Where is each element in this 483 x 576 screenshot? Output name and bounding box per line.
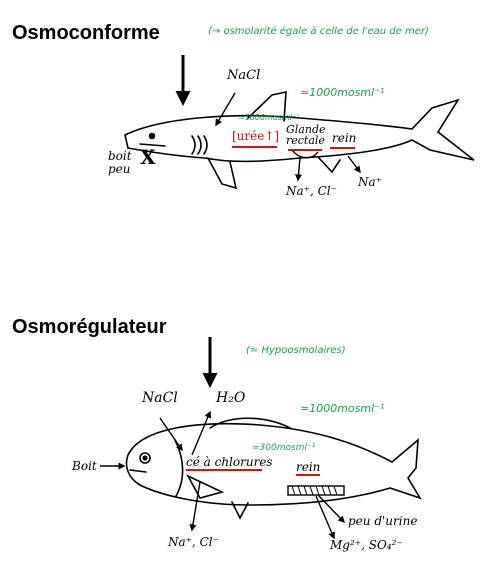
osmoregulateur-title: Osmorégulateur — [12, 316, 167, 338]
chlorures-label: cé à chlorures — [186, 455, 273, 469]
sea-osmolarity-top: ≃1000mosml⁻¹ — [300, 86, 385, 99]
osmoconforme-title: Osmoconforme — [12, 22, 160, 44]
body-osmolarity-bottom: ≃300mosml⁻¹ — [252, 443, 316, 453]
rein-output-label-top: Na⁺ — [358, 175, 382, 189]
rein-out-arrow-bottom — [317, 494, 345, 524]
gill-out-arrow — [189, 481, 201, 532]
glande-rectale-label: Glande rectale — [286, 123, 326, 147]
urine-label: peu d'urine — [348, 514, 418, 528]
shark-pectoral-fin — [207, 157, 238, 190]
nacl-label-top: NaCl — [227, 68, 261, 83]
gill-output-label: Na⁺, Cl⁻ — [168, 535, 219, 549]
glande-organ — [291, 149, 319, 159]
rein-output-label-bottom: Mg²⁺, SO₄²⁻ — [330, 538, 403, 552]
rein-label-bottom: rein — [296, 460, 321, 474]
boit-peu-label: boit peu — [108, 149, 132, 176]
shark-gills — [191, 135, 208, 155]
fish-dorsal-fin — [209, 417, 291, 429]
body-osmolarity-top: ≃1000mosml⁻¹ — [238, 113, 300, 122]
shark-outline — [124, 98, 475, 163]
fish-mouth — [129, 469, 147, 473]
fish-pectoral-fin — [186, 474, 225, 499]
nacl-label-bottom: NaCl — [142, 390, 178, 406]
shark-dorsal-fin — [247, 90, 287, 122]
osmoregulateur-note: (≃ Hypoosmolaires) — [246, 345, 346, 356]
rein-out-arrow-bottom-2 — [315, 495, 336, 540]
nacl-arrow-bottom — [159, 417, 183, 452]
shark-eye — [148, 132, 156, 140]
shark-mouth — [139, 143, 166, 147]
fish-eye — [139, 452, 151, 464]
nacl-arrow-top — [215, 92, 236, 127]
fish-ventral-fin — [231, 501, 249, 520]
uree-label: [urée↑] — [232, 129, 280, 143]
fish-outline — [125, 422, 422, 506]
rein-out-arrow-top — [347, 155, 361, 174]
boit-label: Boit — [72, 459, 97, 473]
kidney-hatching — [291, 485, 338, 496]
shark-drawing — [124, 90, 475, 190]
h2o-label: H₂O — [216, 390, 246, 406]
shark-pelvic-fin — [317, 156, 341, 174]
rein-label-top: rein — [332, 131, 357, 145]
h2o-arrow — [191, 410, 212, 456]
osmoconforme-note: (→ osmolarité égale à celle de l'eau de … — [208, 26, 429, 37]
cross-mark: X — [140, 145, 156, 169]
sea-osmolarity-bottom: ≃1000mosml⁻¹ — [300, 402, 385, 415]
glande-output-label: Na⁺, Cl⁻ — [286, 184, 337, 198]
glande-out-arrow — [295, 157, 302, 182]
